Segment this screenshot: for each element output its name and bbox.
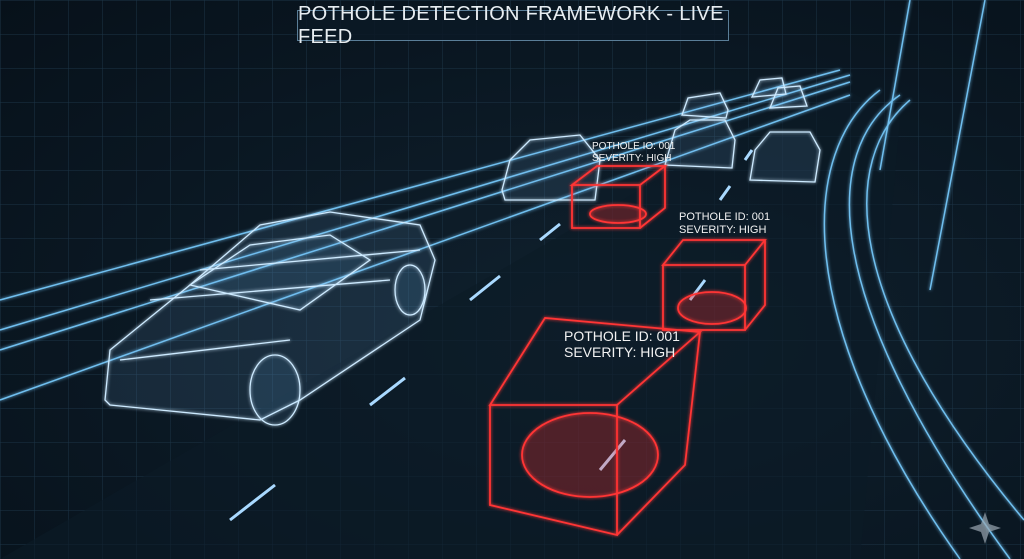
detection-box-3 <box>488 317 703 537</box>
pothole-id: POTHOLE ID: 001 <box>679 211 771 223</box>
detection-label-1: POTHOLE IO: 001 SEVERITY: HIGH <box>592 141 675 164</box>
car-foreground <box>104 211 436 426</box>
detection-box-1 <box>569 165 668 229</box>
car-far-3 <box>769 85 808 109</box>
feed-title: POTHOLE DETECTION FRAMEWORK - LIVE FEED <box>297 3 729 48</box>
detection-label-2: POTHOLE ID: 001 SEVERITY: HIGH <box>679 211 770 236</box>
car-mid-right <box>749 131 821 183</box>
detection-box-2 <box>661 239 767 331</box>
sparkle-watermark-icon <box>969 512 1001 544</box>
right-guardrail <box>823 0 1024 559</box>
pothole-id: POTHOLE IO: 001 <box>592 141 676 152</box>
car-mid-center <box>664 119 736 169</box>
severity: SEVERITY: HIGH <box>592 152 672 164</box>
detection-label-3: POTHOLE ID: 001 SEVERITY: HIGH <box>564 328 680 360</box>
severity: SEVERITY: HIGH <box>564 344 676 361</box>
car-mid-left <box>501 134 601 201</box>
car-far-1 <box>681 92 729 119</box>
pothole-id: POTHOLE ID: 001 <box>564 328 680 344</box>
severity: SEVERITY: HIGH <box>679 223 767 236</box>
road-surface <box>0 80 900 559</box>
